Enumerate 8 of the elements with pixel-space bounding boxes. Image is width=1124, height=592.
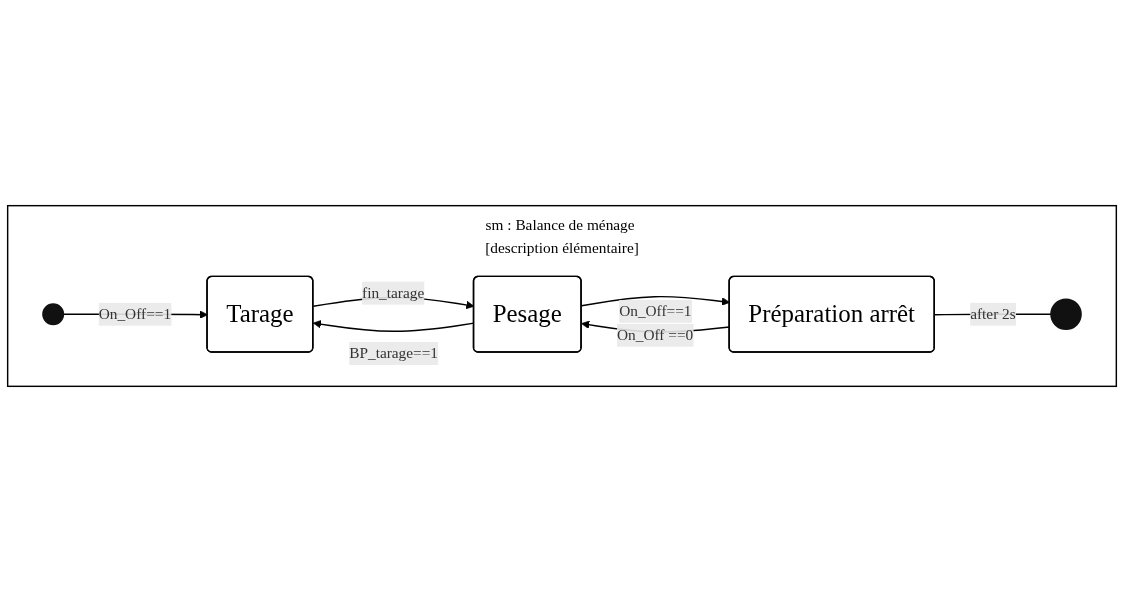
edge-label: On_Off==1 <box>98 305 172 322</box>
node-circle <box>1050 298 1082 330</box>
edge-label: On_Off ==0 <box>616 326 694 343</box>
edge-label: BP_tarage==1 <box>349 344 439 362</box>
edge-label: after 2s <box>970 305 1016 322</box>
node-circle <box>42 303 65 326</box>
edge-label: fin_tarage <box>362 284 425 301</box>
edge-label: On_Off==1 <box>619 302 692 320</box>
